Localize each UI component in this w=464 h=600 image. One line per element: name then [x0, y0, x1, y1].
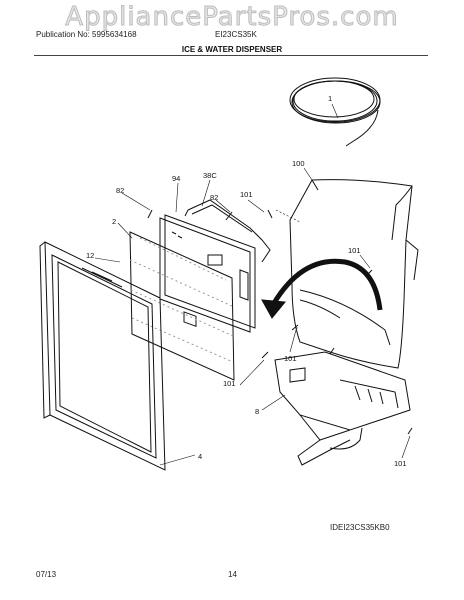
callout-4: 4: [198, 452, 202, 461]
callout-94: 94: [172, 174, 180, 183]
callout-38c: 38C: [203, 171, 217, 180]
part-dispenser-assembly: [274, 351, 411, 466]
part-tubing-coil: [289, 77, 381, 147]
watermark-logo: AppliancePartsPros.com: [65, 2, 399, 33]
page-title: ICE & WATER DISPENSER: [181, 45, 283, 54]
callout-101-middle: 101: [284, 354, 297, 363]
callout-100: 100: [292, 159, 305, 168]
callout-8: 8: [255, 407, 259, 416]
footer-date: 07/13: [36, 570, 57, 579]
callout-101-housing: 101: [348, 246, 361, 255]
callout-12: 12: [86, 251, 94, 260]
model-number: EI23CS35K: [215, 30, 257, 39]
screws: [147, 209, 413, 435]
part-insulation-panel: [129, 231, 235, 381]
callout-82-right: 82: [210, 193, 218, 202]
footer-page-number: 14: [228, 570, 237, 579]
diagram-id: IDEI23CS35KB0: [330, 523, 390, 532]
part-control-bracket: [184, 199, 271, 263]
callout-101-left: 101: [223, 379, 236, 388]
header-rule: [34, 55, 428, 56]
callout-2: 2: [112, 217, 116, 226]
callout-82-left: 82: [116, 186, 124, 195]
part-control-board: [159, 214, 256, 333]
callout-101-top: 101: [240, 190, 253, 199]
leader-lines: [94, 103, 411, 466]
publication-number: Publication No: 5995634168: [36, 30, 137, 39]
assembly-arrow: [261, 258, 383, 319]
part-front-frame: [39, 241, 166, 471]
callout-1: 1: [328, 94, 332, 103]
callout-101-bottom: 101: [394, 459, 407, 468]
part-ice-housing: [289, 179, 419, 369]
